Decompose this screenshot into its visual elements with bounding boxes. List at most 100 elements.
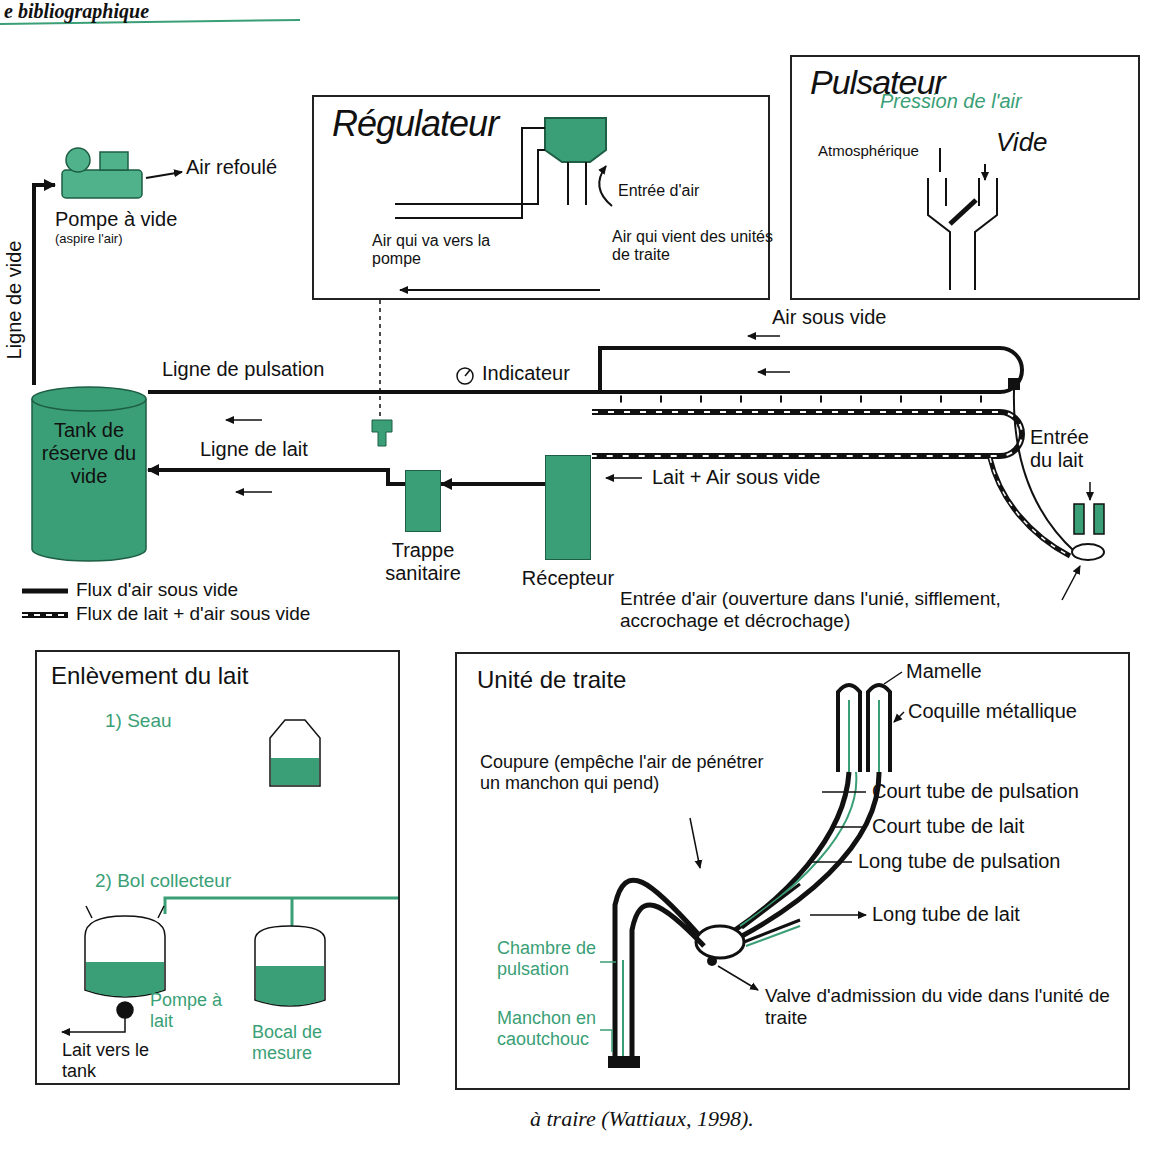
drawing-circle xyxy=(707,956,717,966)
drawing-path xyxy=(395,150,545,204)
regulator-panel: Régulateur xyxy=(312,95,770,300)
pipe-connector xyxy=(34,185,55,385)
drawing-line xyxy=(22,614,68,616)
part-label: 1) Seau xyxy=(105,710,172,732)
part-label: Entrée d'air (ouverture dans l'unié, sif… xyxy=(620,588,1090,632)
part-label: Ligne de lait xyxy=(200,438,308,461)
drawing-path xyxy=(465,370,470,376)
drawing-path xyxy=(810,792,866,915)
part-label: Coupure (empêche l'air de pénétrer un ma… xyxy=(480,752,765,793)
drawing-line xyxy=(22,589,68,594)
panel-title: Enlèvement du lait xyxy=(51,662,248,690)
part-label: Air refoulé xyxy=(186,156,277,179)
drawing-ellipse xyxy=(1072,544,1104,560)
drawing-path xyxy=(740,772,856,926)
drawing-path xyxy=(85,916,165,997)
drawing-path xyxy=(622,960,624,1056)
drawing-path xyxy=(940,148,985,180)
drawing-path xyxy=(928,178,997,290)
legend-text: Flux de lait + d'air sous vide xyxy=(76,603,310,625)
drawing-path xyxy=(990,458,1070,556)
drawing-path xyxy=(148,348,1022,392)
drawing-path xyxy=(62,1018,125,1032)
drawing-line xyxy=(22,612,68,618)
drawing-path xyxy=(742,884,800,942)
drawing-path xyxy=(884,672,904,722)
drawing-path xyxy=(1089,482,1091,500)
drawing-path xyxy=(592,412,1022,456)
part-label: Mamelle xyxy=(906,660,982,683)
drawing-path xyxy=(600,962,616,1052)
drawing-rect xyxy=(608,1056,640,1068)
part-label: 2) Bol collecteur xyxy=(95,870,231,892)
drawing-path xyxy=(270,720,320,786)
line-label: Ligne de vide xyxy=(3,239,26,362)
drawing-circle xyxy=(117,1002,133,1018)
tank-rim xyxy=(32,399,146,411)
pump-label: Pompe à vide xyxy=(55,208,177,231)
tank-body xyxy=(32,387,146,561)
panel-title: Régulateur xyxy=(332,103,498,144)
pipe-connector xyxy=(148,470,405,484)
drawing-path xyxy=(849,700,879,772)
drawing-path xyxy=(748,335,780,337)
part-label: Lait + Air sous vide xyxy=(652,466,820,489)
component-label: Trappe sanitaire xyxy=(358,539,488,585)
part-label: Entrée du lait xyxy=(1030,426,1115,472)
drawing-path xyxy=(758,371,790,373)
drawing-path xyxy=(838,685,890,772)
pump-note: (aspire l'air) xyxy=(55,232,123,247)
drawing-path xyxy=(400,289,600,291)
legend-text: Flux d'air sous vide xyxy=(76,579,238,601)
part-label: Air qui va vers la pompe xyxy=(372,232,507,269)
component-label: Récepteur xyxy=(503,567,633,590)
part-label: Court tube de pulsation xyxy=(872,780,1079,803)
drawing-circle xyxy=(66,148,90,172)
part-label: Bocal de mesure xyxy=(252,1022,347,1063)
vacuum-tank: Tank de réserve du vide xyxy=(30,385,148,563)
drawing-path xyxy=(990,458,1070,556)
tank-label: Tank de réserve du vide xyxy=(36,419,142,488)
drawing-path xyxy=(256,966,324,1006)
drawing-line xyxy=(620,396,990,403)
drawing-path xyxy=(735,772,879,936)
drawing-path xyxy=(599,166,612,206)
drawing-path xyxy=(255,926,325,1006)
drawing-path xyxy=(950,200,976,224)
part-label: Chambre de pulsation xyxy=(497,938,615,979)
drawing-rect xyxy=(271,758,319,785)
part-label: Ligne de pulsation xyxy=(162,358,324,381)
drawing-rect xyxy=(1008,378,1020,390)
drawing-path xyxy=(592,412,1022,456)
panel-title: Unité de traite xyxy=(477,666,626,694)
pulsator-drawing xyxy=(928,148,997,290)
drawing-rect xyxy=(100,152,128,170)
vacuum-pump xyxy=(62,148,142,198)
part-label: Indicateur xyxy=(482,362,570,385)
part-label: Air sous vide xyxy=(772,306,887,329)
drawing-path xyxy=(379,300,381,418)
drawing-path xyxy=(165,898,400,926)
pipe-connector xyxy=(441,482,545,486)
drawing-rect xyxy=(62,170,142,198)
part-label: Lait vers le tank xyxy=(62,1040,172,1081)
drawing-circle xyxy=(457,368,473,384)
drawing-path xyxy=(746,926,800,946)
drawing-path xyxy=(372,420,392,446)
drawing-path xyxy=(568,162,586,205)
drawing-path xyxy=(1074,504,1104,534)
part-label: Air qui vient des unités de traite xyxy=(612,228,782,265)
drawing-path xyxy=(606,477,642,479)
sanitary-trap: Trappe sanitaire xyxy=(405,470,441,532)
drawing-path xyxy=(236,491,272,493)
drawing-path xyxy=(1062,566,1080,600)
receiver-jar: Récepteur xyxy=(545,455,591,560)
drawing-path xyxy=(690,818,700,868)
drawing-path xyxy=(615,880,704,1058)
exhaust-arrow xyxy=(146,172,182,178)
figure-caption: à traire (Wattiaux, 1998). xyxy=(530,1106,754,1131)
drawing-path xyxy=(86,906,164,918)
part-label: Atmosphérique xyxy=(818,142,919,159)
drawing-path xyxy=(226,419,262,421)
